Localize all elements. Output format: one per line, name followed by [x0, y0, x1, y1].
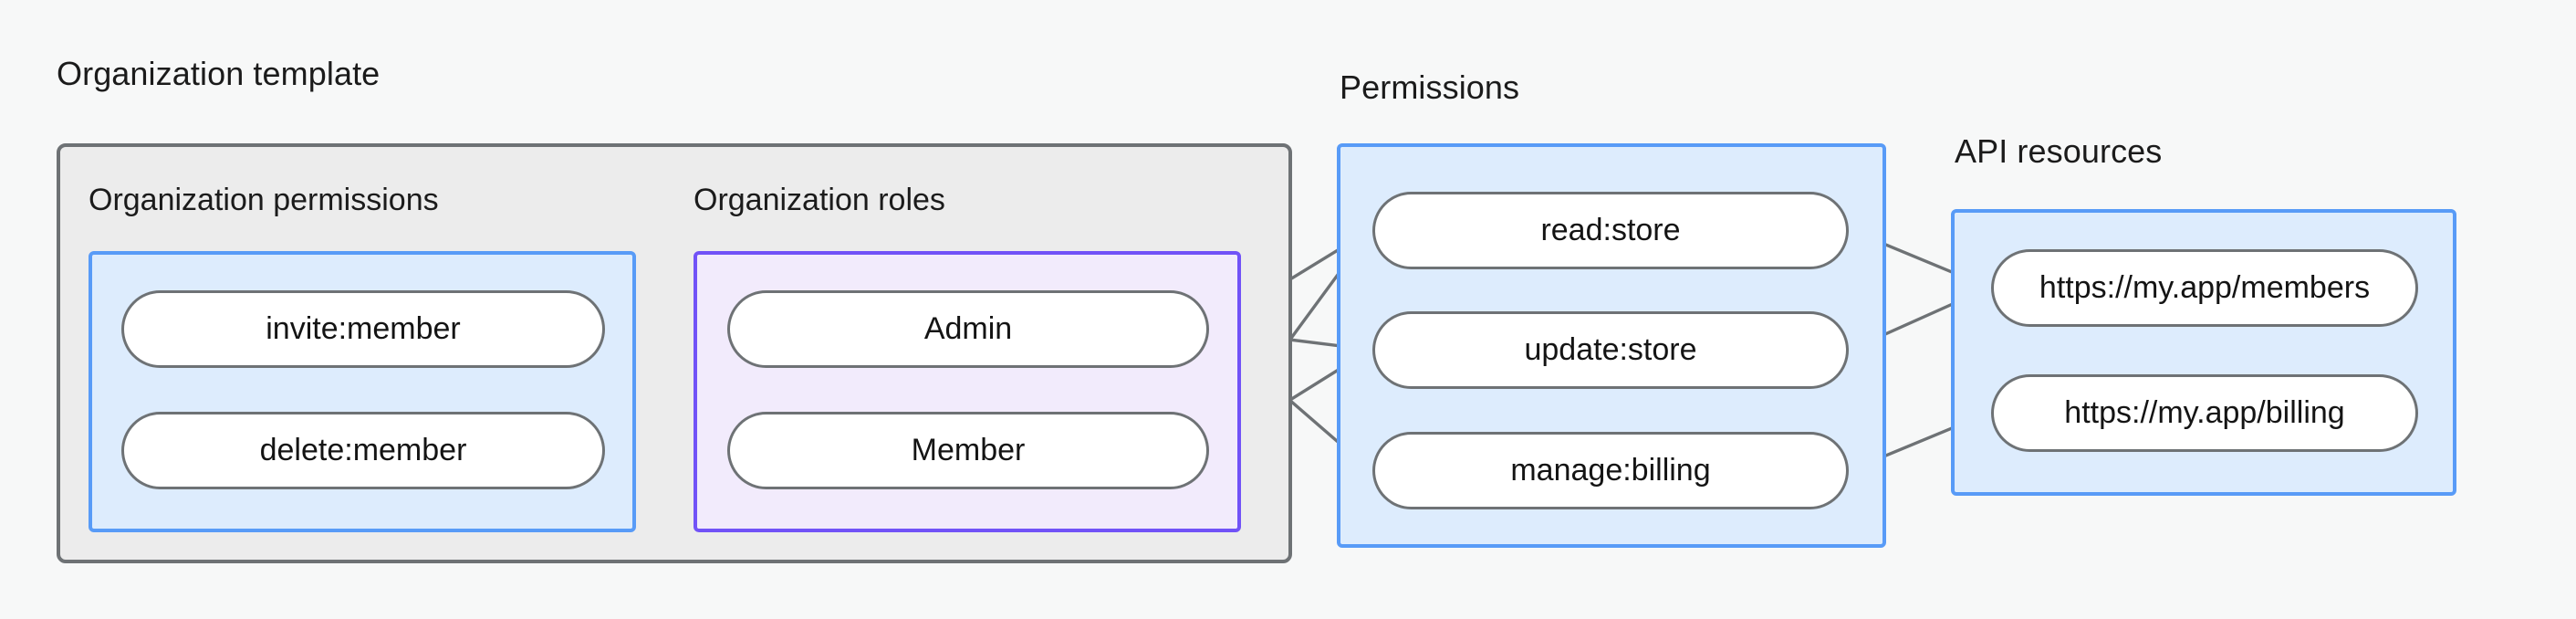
api-resources-title: API resources	[1955, 132, 2163, 170]
node-manage-billing[interactable]: manage:billing	[1372, 432, 1849, 509]
permissions-title: Permissions	[1340, 68, 1520, 106]
organization-permissions-title: Organization permissions	[89, 183, 439, 217]
node-read-store[interactable]: read:store	[1372, 192, 1849, 269]
node-invite-member[interactable]: invite:member	[121, 290, 605, 368]
node-billing-url[interactable]: https://my.app/billing	[1991, 374, 2418, 452]
organization-template-title: Organization template	[57, 55, 381, 92]
node-member[interactable]: Member	[727, 412, 1209, 489]
node-members-url[interactable]: https://my.app/members	[1991, 249, 2418, 327]
node-delete-member[interactable]: delete:member	[121, 412, 605, 489]
node-admin[interactable]: Admin	[727, 290, 1209, 368]
node-update-store[interactable]: update:store	[1372, 311, 1849, 389]
organization-roles-title: Organization roles	[694, 183, 945, 217]
